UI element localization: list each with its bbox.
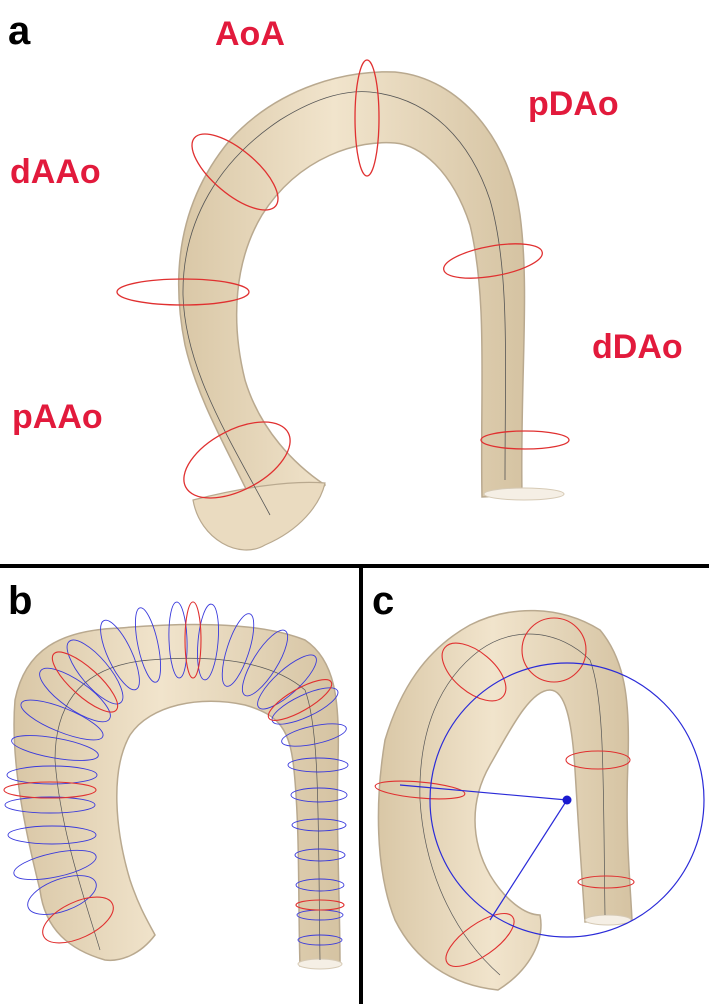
fit-rings-b <box>4 601 349 946</box>
aorta-surface-a <box>177 71 526 531</box>
curvature-center-point <box>562 795 572 805</box>
label-pdao: pDAo <box>528 85 619 123</box>
panel-letter-c: c <box>372 579 394 623</box>
panel-letter-a: a <box>8 9 31 53</box>
outlet-cap-c <box>584 914 632 926</box>
radius-line-upper <box>399 784 568 801</box>
label-paao: pAAo <box>12 398 103 436</box>
panel-letter-b: b <box>8 579 32 623</box>
curvature-fit-circle <box>429 662 705 938</box>
label-daao: dAAo <box>10 153 101 191</box>
cross-section-paao <box>183 421 291 499</box>
cross-section-aoa <box>354 59 380 177</box>
outlet-cap-a <box>483 487 565 501</box>
radius-line-lower <box>489 799 568 921</box>
outlet-cap-b <box>297 958 343 970</box>
cross-sections-c <box>374 617 635 967</box>
cross-section-daao <box>116 278 250 306</box>
centerline-a <box>182 91 506 516</box>
panel-c: c <box>372 579 705 991</box>
panel-a: a AoA pDAo dAAo dDAo pAAo <box>8 9 683 551</box>
label-aoa: AoA <box>215 15 285 53</box>
panel-b: b <box>3 579 349 970</box>
aorta-root-a <box>192 481 326 551</box>
centerline-c <box>419 633 606 976</box>
cross-section-aoa-proximal <box>191 133 279 211</box>
cross-sections-b <box>3 601 345 944</box>
cross-section-ddao <box>480 430 570 450</box>
label-ddao: dDAo <box>592 328 683 366</box>
aorta-surface-c <box>377 609 633 991</box>
aorta-surface-b <box>13 623 341 967</box>
centerline-b <box>54 657 321 961</box>
cross-section-pdao <box>443 243 543 279</box>
